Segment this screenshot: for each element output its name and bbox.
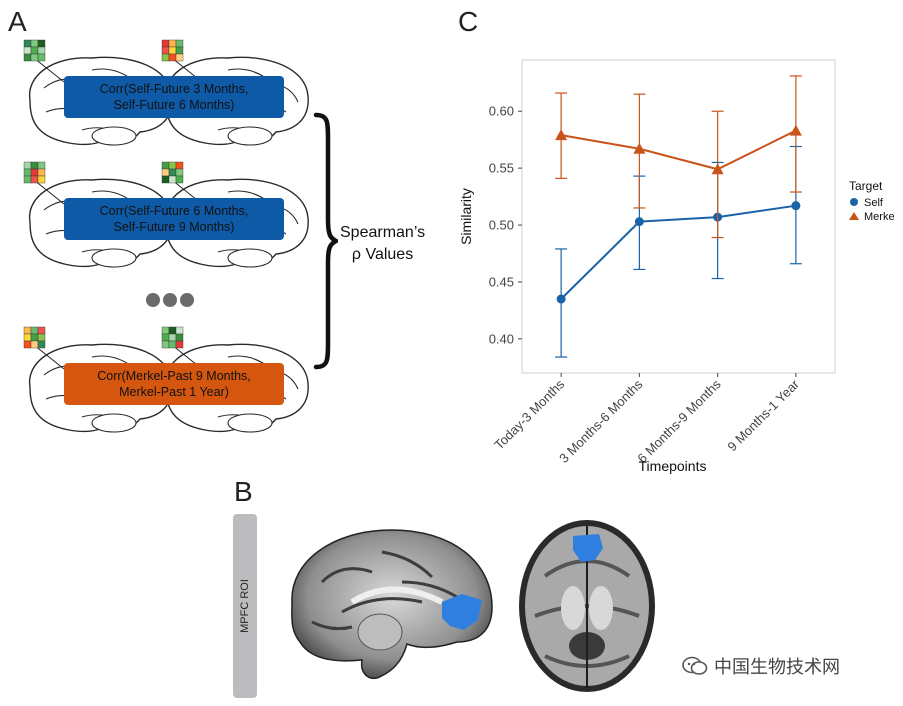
correlation-line-1: Corr(Self-Future 6 Months, [99, 204, 249, 218]
legend-label: Merkel [864, 211, 895, 223]
x-tick-label: Today-3 Months [491, 376, 567, 452]
data-point [711, 163, 724, 175]
roi-label: MPFC ROI [239, 579, 251, 633]
similarity-matrix-icon [23, 326, 46, 349]
brain-pair-row: Corr(Merkel-Past 9 Months, Merkel-Past 1… [22, 325, 322, 435]
brain-pair-row: Corr(Self-Future 3 Months, Self-Future 6… [22, 38, 322, 148]
data-point [556, 294, 566, 304]
correlation-line-2: Self-Future 6 Months) [113, 98, 235, 112]
similarity-matrix-icon [161, 161, 184, 184]
spearman-line-2: ρ Values [351, 246, 414, 263]
watermark: 中国生物技术网 [682, 653, 840, 679]
correlation-box: Corr(Self-Future 6 Months, Self-Future 9… [64, 198, 284, 240]
correlation-line-2: Merkel-Past 1 Year) [119, 385, 229, 399]
legend-label: Self [864, 197, 884, 209]
series-merkel [555, 75, 802, 239]
ellipsis-dots [146, 293, 194, 307]
brain-pair-row: Corr(Self-Future 6 Months, Self-Future 9… [22, 160, 322, 270]
similarity-matrix-icon [23, 39, 46, 62]
watermark-text: 中国生物技术网 [714, 657, 840, 677]
x-tick-label: 6 Months-9 Months [634, 376, 724, 466]
y-tick-label: 0.50 [489, 218, 514, 233]
y-tick-label: 0.55 [489, 161, 514, 176]
x-tick-label: 9 Months-1 Year [724, 376, 802, 454]
panel-b-label: B [234, 476, 253, 507]
similarity-matrix-icon [23, 161, 46, 184]
roi-highlight-axial [573, 534, 603, 562]
correlation-box: Corr(Merkel-Past 9 Months, Merkel-Past 1… [64, 363, 284, 405]
legend-marker [849, 212, 859, 220]
x-tick-label: 3 Months-6 Months [556, 376, 646, 466]
curly-brace [313, 112, 338, 370]
similarity-matrix-icon [161, 39, 184, 62]
panel-c-label: C [458, 6, 479, 37]
spearman-label: Spearman’s ρ Values [340, 222, 425, 266]
similarity-matrix-icon [161, 326, 184, 349]
y-tick-label: 0.45 [489, 274, 514, 289]
sagittal-brain-slice [291, 529, 493, 680]
plot-area [521, 59, 836, 374]
data-point [791, 201, 801, 211]
roi-highlight-sagittal [442, 594, 482, 630]
data-point [789, 124, 802, 136]
series-line [560, 204, 797, 300]
spearman-line-1: Spearman’s [340, 224, 426, 241]
roi-label-bar [233, 514, 257, 698]
correlation-line-1: Corr(Self-Future 3 Months, [99, 82, 249, 96]
data-point [555, 129, 568, 141]
y-tick-label: 0.60 [489, 104, 514, 119]
wechat-icon [682, 656, 708, 675]
data-point [634, 217, 644, 227]
axial-brain-slice [519, 520, 655, 692]
series-line [560, 129, 797, 171]
y-tick-label: 0.40 [489, 331, 514, 346]
correlation-box: Corr(Self-Future 3 Months, Self-Future 6… [64, 76, 284, 118]
panel-a-label: A [8, 6, 27, 37]
correlation-line-2: Self-Future 9 Months) [113, 220, 235, 234]
y-axis-title: Similarity [458, 188, 474, 245]
legend-title: Target [849, 179, 883, 193]
legend-marker [850, 198, 858, 206]
roi-label-container: MPFC ROI [233, 514, 257, 698]
correlation-line-1: Corr(Merkel-Past 9 Months, [97, 369, 251, 383]
data-point [633, 142, 646, 154]
x-axis-title: Timepoints [639, 458, 707, 474]
